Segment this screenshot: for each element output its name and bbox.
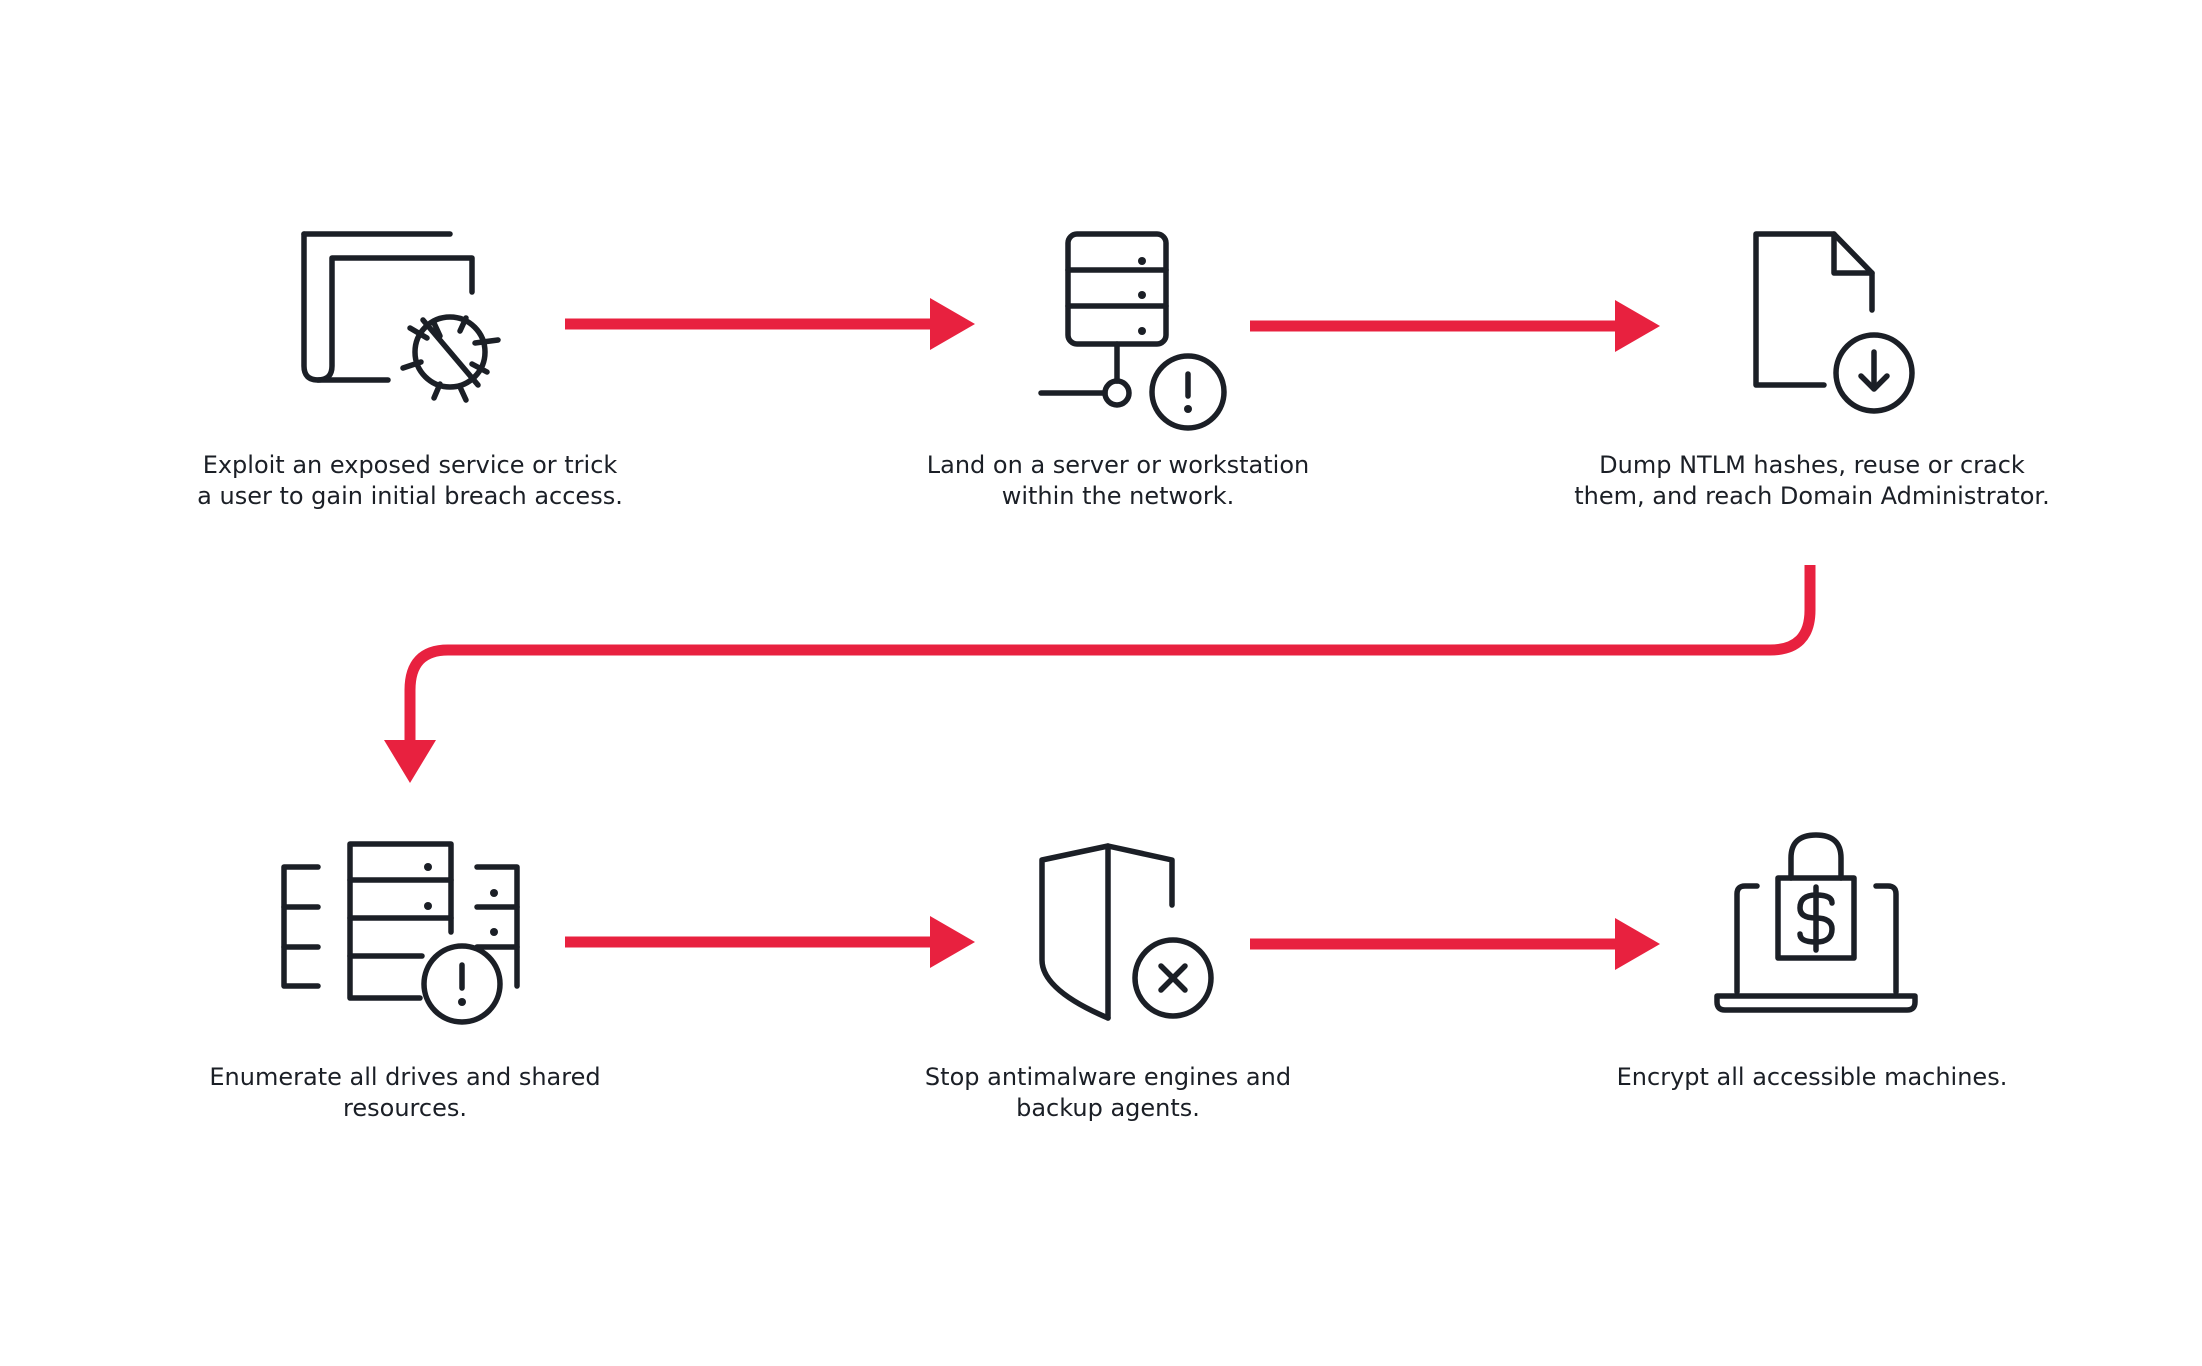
arrow-step4-to-step5 <box>565 916 975 968</box>
exploited-window-bug-icon <box>301 231 501 403</box>
step-4-caption: Enumerate all drives and shared resource… <box>209 1063 601 1122</box>
arrow-step3-to-step4 <box>384 565 1816 783</box>
arrow-step5-to-step6 <box>1250 918 1660 970</box>
arrow-step1-to-step2 <box>565 298 975 350</box>
step-5-caption: Stop antimalware engines and backup agen… <box>924 1063 1292 1122</box>
step-3-caption: Dump NTLM hashes, reuse or crack them, a… <box>1574 451 2050 510</box>
step-1-caption: Exploit an exposed service or trick a us… <box>197 451 623 510</box>
laptop-locked-ransom-icon <box>1714 832 1918 1013</box>
shield-x-icon <box>1039 843 1214 1021</box>
document-download-icon <box>1753 231 1915 414</box>
arrow-step2-to-step3 <box>1250 300 1660 352</box>
drives-alert-icon <box>281 841 520 1025</box>
step-6-caption: Encrypt all accessible machines. <box>1616 1063 2008 1091</box>
step-2-caption: Land on a server or workstation within t… <box>926 451 1310 510</box>
server-alert-icon <box>1038 231 1227 431</box>
